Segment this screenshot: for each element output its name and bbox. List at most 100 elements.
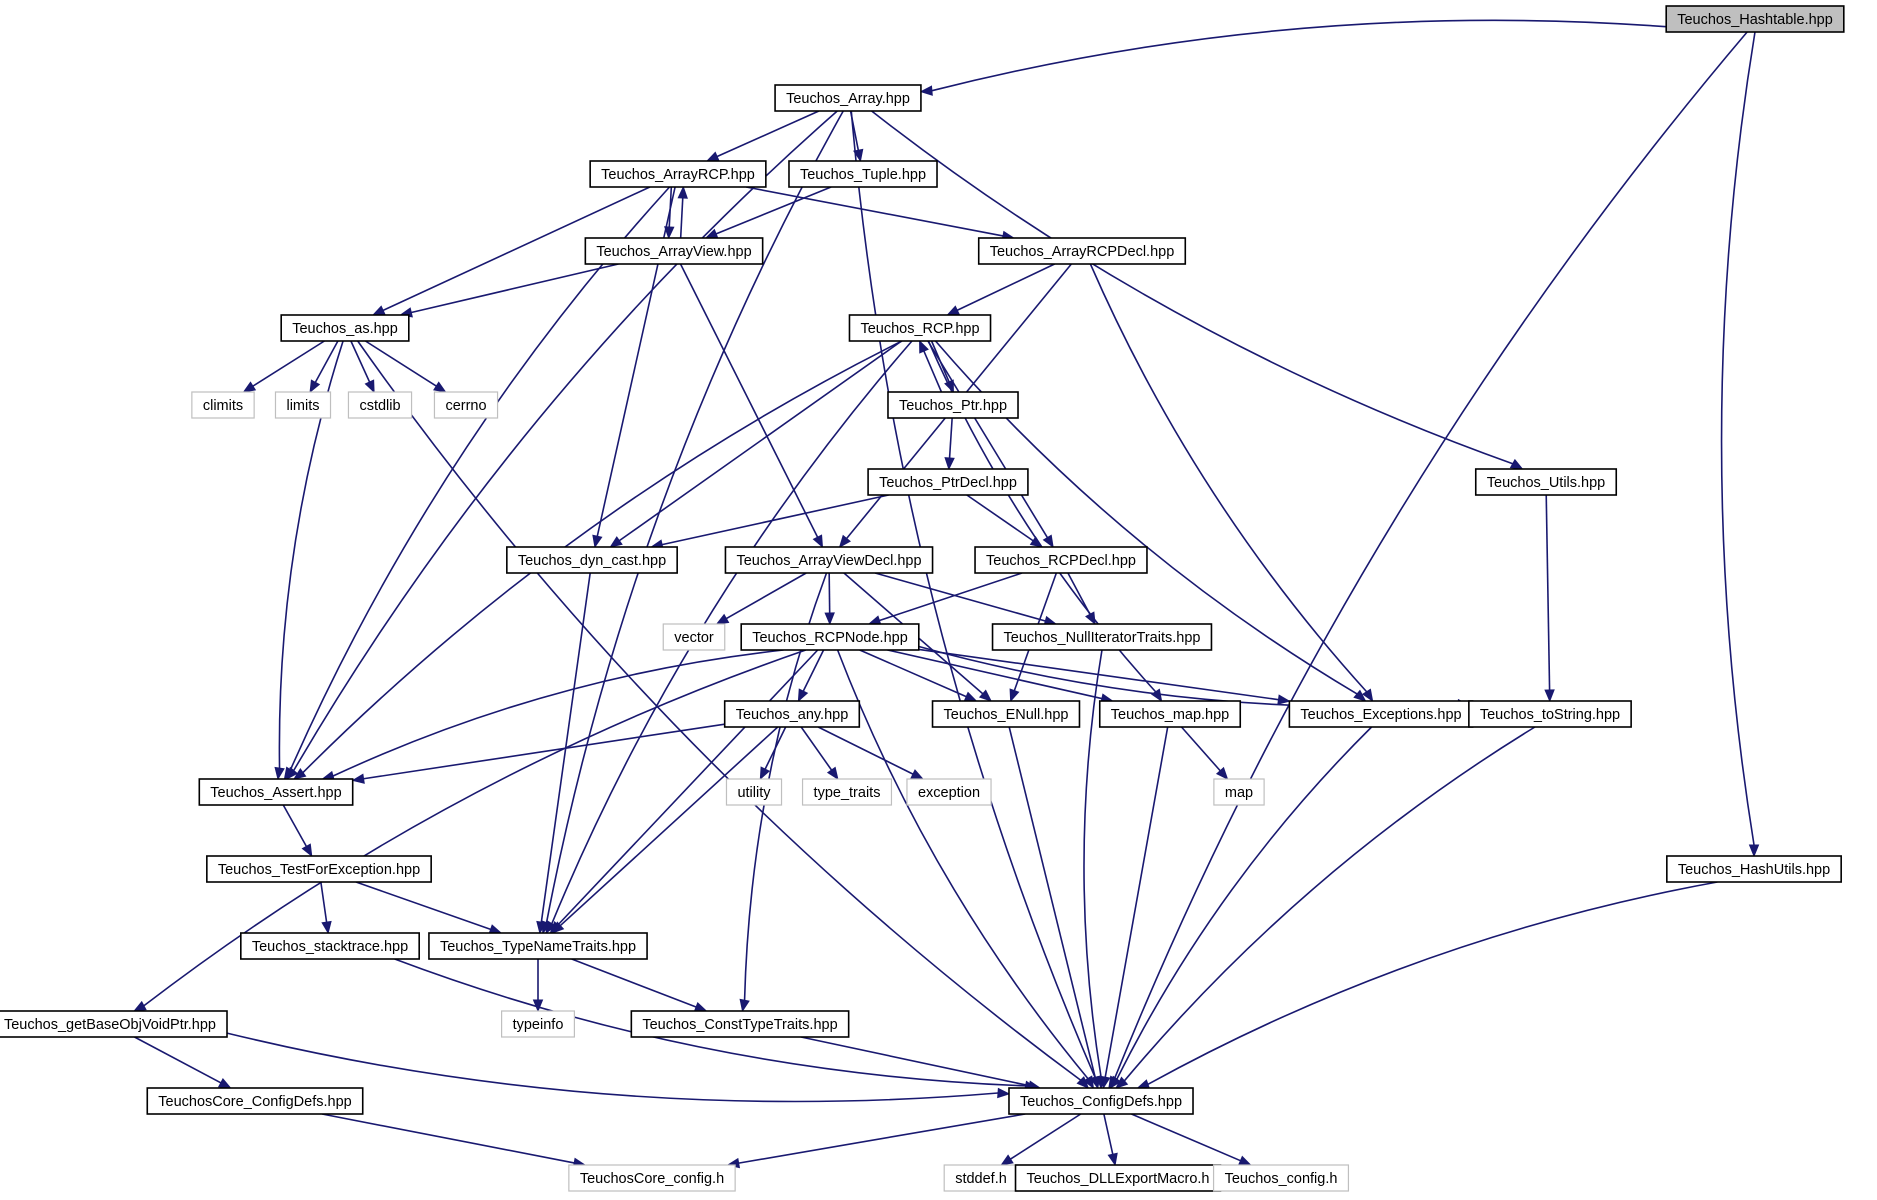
node-label: Teuchos_any.hpp	[736, 707, 849, 723]
node-map-hpp[interactable]: Teuchos_map.hpp	[1098, 700, 1242, 728]
node-box	[274, 391, 332, 419]
node-label: stddef.h	[955, 1171, 1007, 1187]
edge-map_hpp-to-map	[1180, 726, 1221, 772]
edge-tostring-to-configdefs	[1123, 726, 1536, 1082]
node-box	[1213, 778, 1265, 806]
node-label: Teuchos_ENull.hpp	[944, 707, 1069, 723]
node-box	[589, 160, 767, 188]
edge-as-to-cstdlib	[350, 340, 371, 383]
edge-arrowhead	[1509, 458, 1524, 470]
node-limits: limits	[274, 391, 332, 419]
node-getbase[interactable]: Teuchos_getBaseObjVoidPtr.hpp	[0, 1010, 228, 1038]
edge-arrowhead	[824, 612, 835, 626]
node-label: Teuchos_Assert.hpp	[210, 785, 341, 801]
node-enull[interactable]: Teuchos_ENull.hpp	[931, 700, 1081, 728]
edge-tuple-to-arrayview	[715, 186, 832, 235]
node-dllexport[interactable]: Teuchos_DLLExportMacro.h	[1014, 1164, 1222, 1192]
node-label: Teuchos_Ptr.hpp	[899, 398, 1007, 414]
node-tuple[interactable]: Teuchos_Tuple.hpp	[788, 160, 938, 188]
edge-arrayrcp-to-dyncast	[596, 186, 676, 537]
node-hashutils[interactable]: Teuchos_HashUtils.hpp	[1666, 855, 1842, 883]
node-consttype[interactable]: Teuchos_ConstTypeTraits.hpp	[630, 1010, 850, 1038]
edge-configdefs-to-dllexport	[1103, 1113, 1114, 1155]
node-coreconfigdefs[interactable]: TeuchosCore_ConfigDefs.hpp	[146, 1087, 364, 1115]
edge-arrowhead	[677, 185, 688, 199]
edge-array-to-assert	[293, 110, 838, 771]
edge-arrowhead	[1029, 536, 1044, 548]
edge-exceptions-to-configdefs	[1116, 726, 1373, 1080]
node-array[interactable]: Teuchos_Array.hpp	[774, 84, 922, 112]
node-label: Teuchos_ArrayRCP.hpp	[601, 167, 755, 183]
edge-getbase-to-configdefs	[226, 1032, 999, 1103]
edge-hashutils-to-configdefs	[1147, 881, 1718, 1086]
edge-arrowhead	[1107, 1152, 1118, 1167]
node-hashtable[interactable]: Teuchos_Hashtable.hpp	[1665, 5, 1845, 33]
node-tostring[interactable]: Teuchos_toString.hpp	[1468, 700, 1632, 728]
node-typename[interactable]: Teuchos_TypeNameTraits.hpp	[428, 932, 648, 960]
edge-arrowhead	[551, 921, 565, 934]
edge-utils-to-tostring	[1545, 494, 1551, 691]
node-box	[977, 237, 1187, 265]
node-layer: Teuchos_Hashtable.hppTeuchos_Array.hppTe…	[0, 5, 1845, 1192]
node-arrayrcp[interactable]: Teuchos_ArrayRCP.hpp	[589, 160, 767, 188]
node-dyncast[interactable]: Teuchos_dyn_cast.hpp	[506, 546, 678, 574]
node-as[interactable]: Teuchos_as.hpp	[280, 314, 410, 342]
node-assert[interactable]: Teuchos_Assert.hpp	[198, 778, 354, 806]
node-exception: exception	[906, 778, 992, 806]
edge-arrowhead	[371, 305, 386, 316]
node-rcpdecl[interactable]: Teuchos_RCPDecl.hpp	[974, 546, 1148, 574]
node-configdefs[interactable]: Teuchos_ConfigDefs.hpp	[1008, 1087, 1194, 1115]
node-ptrdecl[interactable]: Teuchos_PtrDecl.hpp	[867, 468, 1029, 496]
node-label: typeinfo	[513, 1017, 564, 1033]
edge-testforexc-to-stacktrace	[320, 881, 328, 923]
node-stacktrace[interactable]: Teuchos_stacktrace.hpp	[240, 932, 420, 960]
edge-arrowhead	[609, 536, 623, 548]
edge-arrowhead	[292, 768, 307, 780]
edge-arrowhead	[1109, 1075, 1122, 1090]
edge-arrowhead	[283, 766, 296, 781]
node-rcp[interactable]: Teuchos_RCP.hpp	[848, 314, 992, 342]
edge-arrowhead	[797, 688, 809, 703]
node-arrayviewdecl[interactable]: Teuchos_ArrayViewDecl.hpp	[724, 546, 934, 574]
node-label: Teuchos_ConstTypeTraits.hpp	[642, 1017, 837, 1033]
edge-arrowhead	[1277, 694, 1291, 705]
node-box	[867, 468, 1029, 496]
node-arrayrcpdecl[interactable]: Teuchos_ArrayRCPDecl.hpp	[977, 237, 1187, 265]
node-utils[interactable]: Teuchos_Utils.hpp	[1474, 468, 1618, 496]
node-nulliter[interactable]: Teuchos_NullIteratorTraits.hpp	[991, 623, 1213, 651]
edge-ptr-to-ptrdecl	[948, 417, 953, 459]
node-exceptions[interactable]: Teuchos_Exceptions.hpp	[1288, 700, 1474, 728]
node-any[interactable]: Teuchos_any.hpp	[723, 700, 861, 728]
node-box	[146, 1087, 364, 1115]
edge-arrowhead	[1085, 611, 1096, 626]
edge-arrayrcp-to-arrayrcpdecl	[746, 186, 1004, 237]
edge-arrowhead	[693, 1001, 708, 1012]
edge-enull-to-configdefs	[1008, 726, 1096, 1078]
edge-arrayviewdecl-to-nulliter	[874, 572, 1046, 622]
edge-arrowhead	[715, 613, 730, 625]
edge-arrowhead	[944, 457, 955, 471]
node-arrayview[interactable]: Teuchos_ArrayView.hpp	[584, 237, 764, 265]
node-label: Teuchos_stacktrace.hpp	[252, 939, 408, 955]
node-ptr[interactable]: Teuchos_Ptr.hpp	[887, 391, 1019, 419]
edge-arrowhead	[274, 766, 285, 781]
edge-arrowhead	[592, 534, 603, 549]
node-label: climits	[203, 398, 243, 414]
edge-coreconfigdefs-to-coreconfig	[321, 1113, 575, 1164]
edge-any-to-typename	[559, 726, 779, 927]
node-box	[191, 391, 255, 419]
edge-arrowhead	[1000, 1154, 1014, 1166]
node-label: TeuchosCore_config.h	[580, 1171, 724, 1187]
node-label: cerrno	[445, 398, 486, 414]
node-label: Teuchos_toString.hpp	[1480, 707, 1620, 723]
node-box	[1008, 1087, 1194, 1115]
edge-array-to-typename	[545, 110, 844, 923]
edge-hashtable-to-configdefs	[1113, 31, 1748, 1079]
node-typeinfo: typeinfo	[501, 1010, 575, 1038]
edge-rcpdecl-to-nulliter	[1067, 572, 1091, 615]
node-testforexc[interactable]: Teuchos_TestForException.hpp	[206, 855, 432, 883]
edge-arrayview-to-as	[411, 263, 619, 314]
edge-rcp-to-assert	[302, 340, 903, 774]
node-rcpnode[interactable]: Teuchos_RCPNode.hpp	[740, 623, 920, 651]
